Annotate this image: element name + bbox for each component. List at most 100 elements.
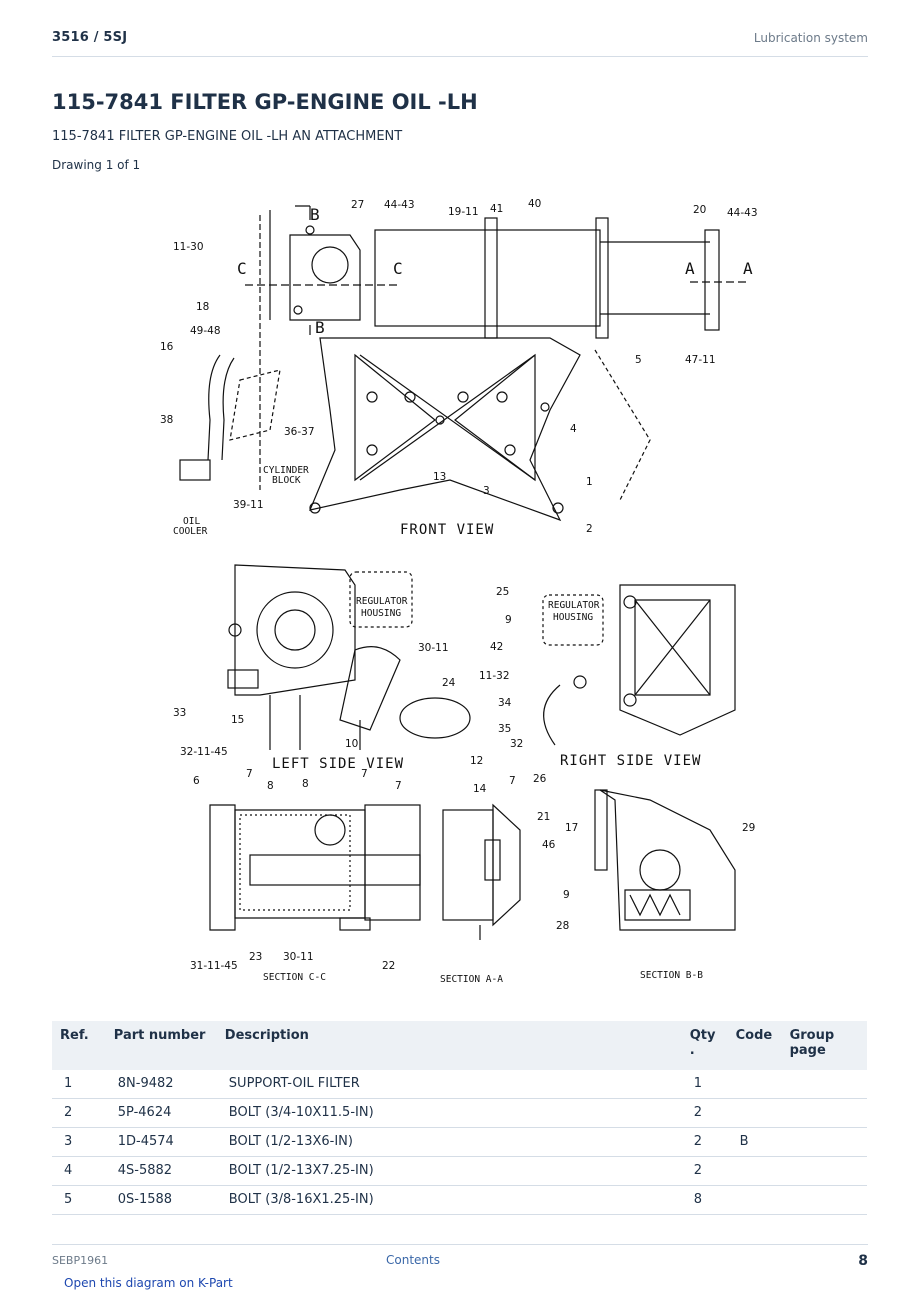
svg-text:46: 46: [542, 839, 556, 851]
page-title: 115-7841 FILTER GP-ENGINE OIL -LH: [52, 90, 478, 114]
col-qty-header: Qty.: [681, 1021, 728, 1070]
svg-text:44-43: 44-43: [727, 207, 758, 219]
table-header-row: Ref. Part number Description Qty. Code G…: [52, 1021, 867, 1070]
svg-text:29: 29: [742, 822, 755, 834]
col-code-header: Code: [727, 1021, 782, 1070]
cell-part-number: 5P-4624: [105, 1098, 217, 1128]
svg-text:44-43: 44-43: [384, 199, 415, 211]
table-row: 2 5P-4624 BOLT (3/4-10X11.5-IN) 2: [52, 1098, 867, 1128]
svg-text:39-11: 39-11: [233, 499, 264, 511]
cell-code: [727, 1070, 782, 1099]
section-label: Lubrication system: [753, 31, 868, 45]
svg-text:30-11: 30-11: [418, 642, 449, 654]
cell-code: [727, 1098, 782, 1128]
left-side-view-labels: REGULATOR HOUSING 30-11 24 33 15 32-11-4…: [173, 596, 483, 767]
section-bb-caption: SECTION B-B: [640, 970, 703, 981]
svg-text:7: 7: [246, 768, 253, 780]
cell-qty: 2: [681, 1098, 728, 1128]
document-id: SEBP1961: [52, 1254, 109, 1267]
svg-text:C: C: [237, 259, 247, 278]
svg-text:21: 21: [537, 811, 550, 823]
cell-description: BOLT (1/2-13X6-IN): [216, 1127, 682, 1157]
svg-text:38: 38: [160, 414, 173, 426]
svg-text:25: 25: [496, 586, 509, 598]
svg-text:6: 6: [193, 775, 200, 787]
section-cc-caption: SECTION C-C: [263, 972, 326, 983]
svg-text:HOUSING: HOUSING: [361, 608, 401, 619]
svg-text:11-32: 11-32: [479, 670, 510, 682]
parts-diagram: B B C C A A 27 44-43 19-11 41 40 20 44-4…: [150, 190, 770, 990]
left-side-view-drawing: [227, 564, 471, 750]
svg-text:1: 1: [586, 476, 593, 488]
page-subtitle: 115-7841 FILTER GP-ENGINE OIL -LH AN ATT…: [52, 129, 403, 144]
svg-text:26: 26: [533, 773, 547, 785]
svg-text:10: 10: [345, 738, 358, 750]
cell-ref: 2: [52, 1098, 106, 1128]
svg-text:14: 14: [473, 783, 487, 795]
cell-part-number: 0S-1588: [105, 1185, 217, 1215]
table-row: 1 8N-9482 SUPPORT-OIL FILTER 1: [52, 1070, 867, 1099]
cell-description: SUPPORT-OIL FILTER: [216, 1070, 682, 1099]
table-row: 3 1D-4574 BOLT (1/2-13X6-IN) 2 B: [52, 1127, 867, 1157]
svg-text:BLOCK: BLOCK: [272, 475, 301, 486]
svg-text:33: 33: [173, 707, 186, 719]
svg-text:7: 7: [395, 780, 402, 792]
left-side-view-caption: LEFT SIDE VIEW: [272, 756, 404, 772]
svg-text:B: B: [315, 318, 325, 337]
sections-labels: 6 7 8 8 7 7 14 7 26 21 46 17 29 9 28 23 …: [190, 768, 755, 972]
cell-part-number: 1D-4574: [105, 1127, 217, 1157]
svg-text:24: 24: [442, 677, 456, 689]
svg-text:8: 8: [267, 780, 274, 792]
cell-ref: 1: [52, 1070, 106, 1099]
open-diagram-link[interactable]: Open this diagram on K-Part: [64, 1276, 233, 1290]
cell-qty: 1: [681, 1070, 728, 1099]
model-label: 3516 / 5SJ: [52, 30, 128, 45]
svg-text:28: 28: [556, 920, 569, 932]
cell-qty: 2: [681, 1156, 728, 1186]
svg-text:12: 12: [470, 755, 483, 767]
svg-text:35: 35: [498, 723, 511, 735]
svg-text:4: 4: [570, 423, 577, 435]
svg-text:A: A: [685, 259, 695, 278]
contents-link[interactable]: Contents: [386, 1253, 440, 1267]
svg-text:20: 20: [693, 204, 706, 216]
col-part-number-header: Part number: [105, 1021, 217, 1070]
svg-text:42: 42: [490, 641, 503, 653]
svg-text:OIL: OIL: [183, 516, 200, 527]
svg-text:27: 27: [351, 199, 364, 211]
cell-description: BOLT (1/2-13X7.25-IN): [216, 1156, 682, 1186]
cell-group-page: [781, 1185, 867, 1215]
svg-text:18: 18: [196, 301, 209, 313]
page-header: 3516 / 5SJ Lubrication system: [52, 28, 868, 57]
svg-text:32-11-45: 32-11-45: [180, 746, 228, 758]
cell-ref: 4: [52, 1156, 106, 1186]
svg-text:34: 34: [498, 697, 512, 709]
svg-text:36-37: 36-37: [284, 426, 315, 438]
svg-text:40: 40: [528, 198, 541, 210]
svg-text:41: 41: [490, 203, 503, 215]
cell-part-number: 8N-9482: [105, 1070, 217, 1099]
svg-text:19-11: 19-11: [448, 206, 479, 218]
cell-code: [727, 1185, 782, 1215]
right-side-view-labels: REGULATOR HOUSING 25 9 42 11-32 34 35 32: [479, 586, 600, 750]
svg-text:49-48: 49-48: [190, 325, 221, 337]
svg-text:9: 9: [563, 889, 570, 901]
cell-qty: 8: [681, 1185, 728, 1215]
table-row: 5 0S-1588 BOLT (3/8-16X1.25-IN) 8: [52, 1185, 867, 1215]
cell-group-page: [781, 1127, 867, 1157]
page-number: 8: [858, 1253, 868, 1269]
svg-text:REGULATOR: REGULATOR: [548, 600, 600, 611]
svg-text:B: B: [310, 205, 320, 224]
svg-text:22: 22: [382, 960, 395, 972]
svg-text:CYLINDER: CYLINDER: [263, 465, 309, 476]
svg-text:C: C: [393, 259, 403, 278]
col-ref-header: Ref.: [52, 1021, 106, 1070]
svg-text:13: 13: [433, 471, 446, 483]
cell-description: BOLT (3/4-10X11.5-IN): [216, 1098, 682, 1128]
cell-qty: 2: [681, 1127, 728, 1157]
svg-text:2: 2: [586, 523, 593, 535]
svg-text:47-11: 47-11: [685, 354, 716, 366]
svg-text:16: 16: [160, 341, 174, 353]
cell-ref: 3: [52, 1127, 106, 1157]
